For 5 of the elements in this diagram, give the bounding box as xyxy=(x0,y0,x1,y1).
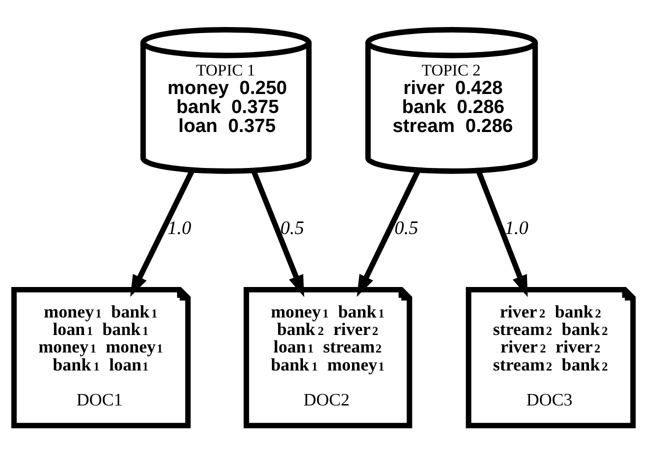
edge-label: 1.0 xyxy=(168,218,192,239)
edge-label: 1.0 xyxy=(504,218,528,239)
arrow xyxy=(251,170,304,297)
edge-label: 0.5 xyxy=(394,218,418,239)
edge-label: 0.5 xyxy=(280,218,304,239)
